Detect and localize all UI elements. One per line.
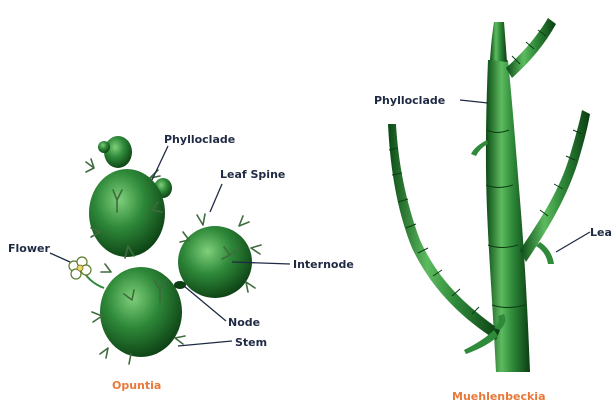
opuntia-node-joint xyxy=(174,281,186,289)
opuntia-internode-label: Internode xyxy=(293,258,354,271)
muehlenbeckia-phylloclade-label: Phylloclade xyxy=(374,94,445,107)
opuntia-bottom-pad xyxy=(100,267,182,357)
opuntia-flower xyxy=(69,257,104,288)
opuntia-node-label: Node xyxy=(228,316,260,329)
opuntia-flower-label: Flower xyxy=(8,242,50,255)
muehlenbeckia-lower-leaf xyxy=(464,330,498,354)
opuntia-upper-pad xyxy=(89,169,165,257)
opuntia-plant: Phylloclade Leaf Spine Flower Internode … xyxy=(8,133,354,392)
muehlenbeckia-leaf-label: Lea xyxy=(590,226,612,239)
opuntia-leaf-spine-label: Leaf Spine xyxy=(220,168,285,181)
opuntia-phylloclade-label: Phylloclade xyxy=(164,133,235,146)
opuntia-caption: Opuntia xyxy=(112,379,161,392)
muehlenbeckia-side-leaf xyxy=(471,140,488,156)
muehlenbeckia-right-branch xyxy=(520,110,590,264)
opuntia-stem-label: Stem xyxy=(235,336,267,349)
muehlenbeckia-caption: Muehlenbeckia xyxy=(452,390,546,403)
muehlenbeckia-plant: Phylloclade Lea Muehlenbeckia xyxy=(374,18,612,403)
